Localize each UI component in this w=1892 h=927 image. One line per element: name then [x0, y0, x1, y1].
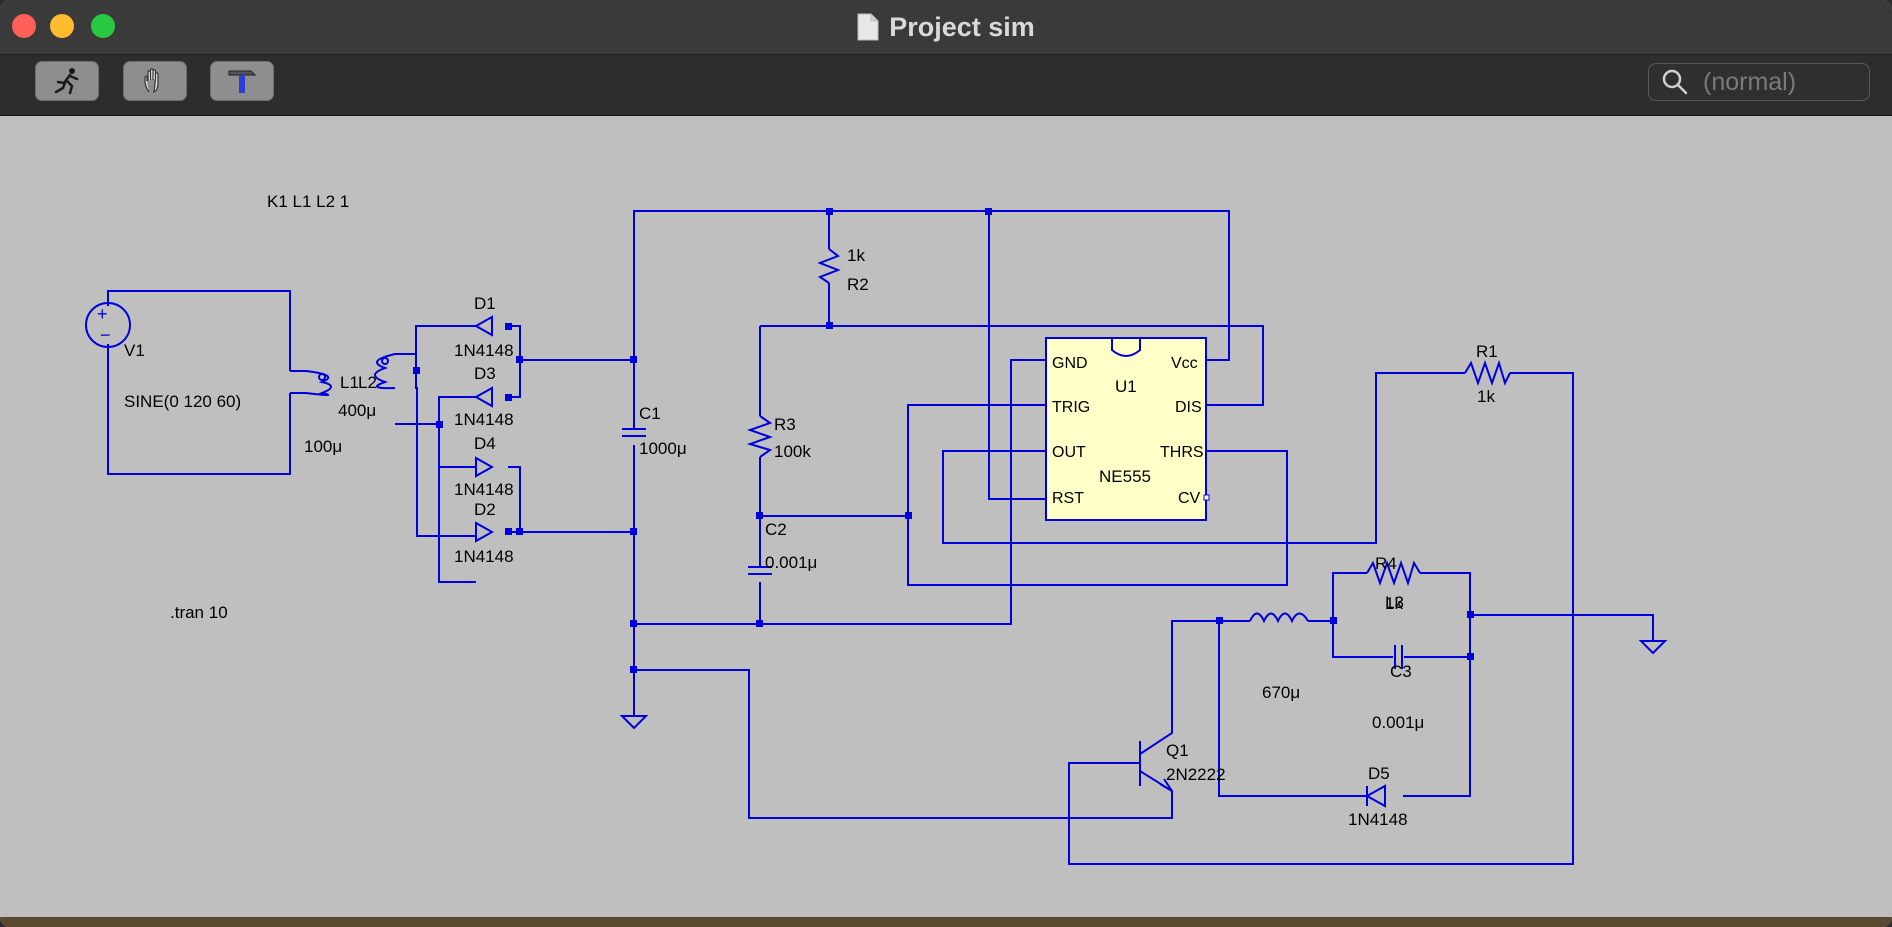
capacitor-c1[interactable] [622, 428, 646, 437]
hand-icon [144, 68, 159, 94]
zoom-button[interactable] [91, 14, 115, 38]
u1-pin-out: OUT [1052, 444, 1086, 461]
l2-name: L2 [358, 373, 377, 392]
l3-value: 670μ [1262, 683, 1300, 702]
resistor-r2[interactable] [817, 248, 841, 284]
v1-value: SINE(0 120 60) [124, 392, 241, 411]
d4-name: D4 [474, 434, 496, 453]
ground-symbols [619, 640, 1668, 730]
close-button[interactable] [12, 14, 36, 38]
settings-button[interactable] [210, 61, 274, 101]
q1-name: Q1 [1166, 741, 1189, 760]
transistor-q1[interactable] [1139, 670, 1173, 806]
d3-name: D3 [474, 364, 496, 383]
u1-pin-thrs: THRS [1160, 444, 1204, 461]
wires[interactable] [107, 210, 1654, 865]
directive-coupling: K1 L1 L2 1 [267, 192, 349, 211]
d1-name: D1 [474, 294, 496, 313]
svg-text:−: − [100, 325, 111, 345]
r2-value: 1k [847, 246, 865, 265]
ic-u1-ne555[interactable] [1045, 337, 1210, 521]
search-input[interactable] [1701, 66, 1865, 98]
schematic-drawing[interactable]: + − [0, 116, 1892, 927]
directive-tran: .tran 10 [170, 603, 228, 622]
inductor-l3[interactable] [1249, 612, 1309, 624]
run-icon [54, 68, 79, 95]
u1-value: NE555 [1099, 467, 1151, 486]
d4-value: 1N4148 [454, 480, 514, 499]
r4-value: 1k [1385, 594, 1403, 613]
capacitor-c2[interactable] [748, 566, 772, 575]
search-icon [1662, 69, 1688, 95]
c1-value: 1000μ [639, 439, 687, 458]
schematic-canvas[interactable]: + − [0, 116, 1892, 927]
u1-pin-rst: RST [1052, 490, 1084, 507]
d5-value: 1N4148 [1348, 810, 1408, 829]
c3-name: C3 [1390, 662, 1412, 681]
r3-name: R3 [774, 415, 796, 434]
u1-pin-dis: DIS [1175, 399, 1202, 416]
diode-d5[interactable] [1364, 784, 1386, 808]
resistor-r3[interactable] [746, 415, 774, 458]
minimize-button[interactable] [50, 14, 74, 38]
u1-pin-cv: CV [1178, 490, 1201, 507]
desktop-strip [0, 917, 1892, 927]
window-title-text: Project sim [889, 11, 1035, 42]
d2-value: 1N4148 [454, 547, 514, 566]
u1-name: U1 [1115, 377, 1137, 396]
diodes-bridge[interactable] [473, 315, 495, 543]
capacitor-c3[interactable] [1394, 645, 1403, 669]
u1-pin-gnd: GND [1052, 355, 1088, 372]
v1-name: V1 [124, 341, 145, 360]
resistor-r4[interactable] [1366, 559, 1421, 587]
d2-name: D2 [474, 500, 496, 519]
d1-value: 1N4148 [454, 341, 514, 360]
r4-name: R4 [1375, 554, 1397, 573]
junctions [413, 208, 1474, 673]
schematic-labels: K1 L1 L2 1 .tran 10 V1 SINE(0 120 60) L1… [124, 192, 1498, 829]
voltage-source-v1[interactable]: + − [85, 302, 131, 348]
hammer-icon [228, 70, 257, 93]
d3-value: 1N4148 [454, 410, 514, 429]
l1-value: 100μ [304, 437, 342, 456]
window-title: Project sim [0, 0, 1892, 54]
c3-value: 0.001μ [1372, 713, 1424, 732]
u1-pin-trig: TRIG [1052, 399, 1090, 416]
r2-name: R2 [847, 275, 869, 294]
toolbar [0, 55, 1892, 116]
transformer-l1-l2[interactable] [305, 353, 396, 396]
q1-value: 2N2222 [1166, 765, 1226, 784]
r1-name: R1 [1476, 342, 1498, 361]
search-field[interactable] [1648, 63, 1870, 101]
c2-name: C2 [765, 520, 787, 539]
d5-name: D5 [1368, 764, 1390, 783]
title-bar: Project sim [0, 0, 1892, 55]
l1-name: L1 [340, 373, 359, 392]
u1-pin-vcc: Vcc [1171, 355, 1198, 372]
document-icon [857, 13, 879, 41]
resistor-r1[interactable] [1464, 359, 1511, 387]
l3-name: L3 [1385, 593, 1404, 612]
halt-button[interactable] [123, 61, 187, 101]
run-button[interactable] [35, 61, 99, 101]
c2-value: 0.001μ [765, 553, 817, 572]
r1-value: 1k [1477, 387, 1495, 406]
c1-name: C1 [639, 404, 661, 423]
svg-text:+: + [97, 304, 108, 324]
r3-value: 100k [774, 442, 811, 461]
l2-value: 400μ [338, 401, 376, 420]
